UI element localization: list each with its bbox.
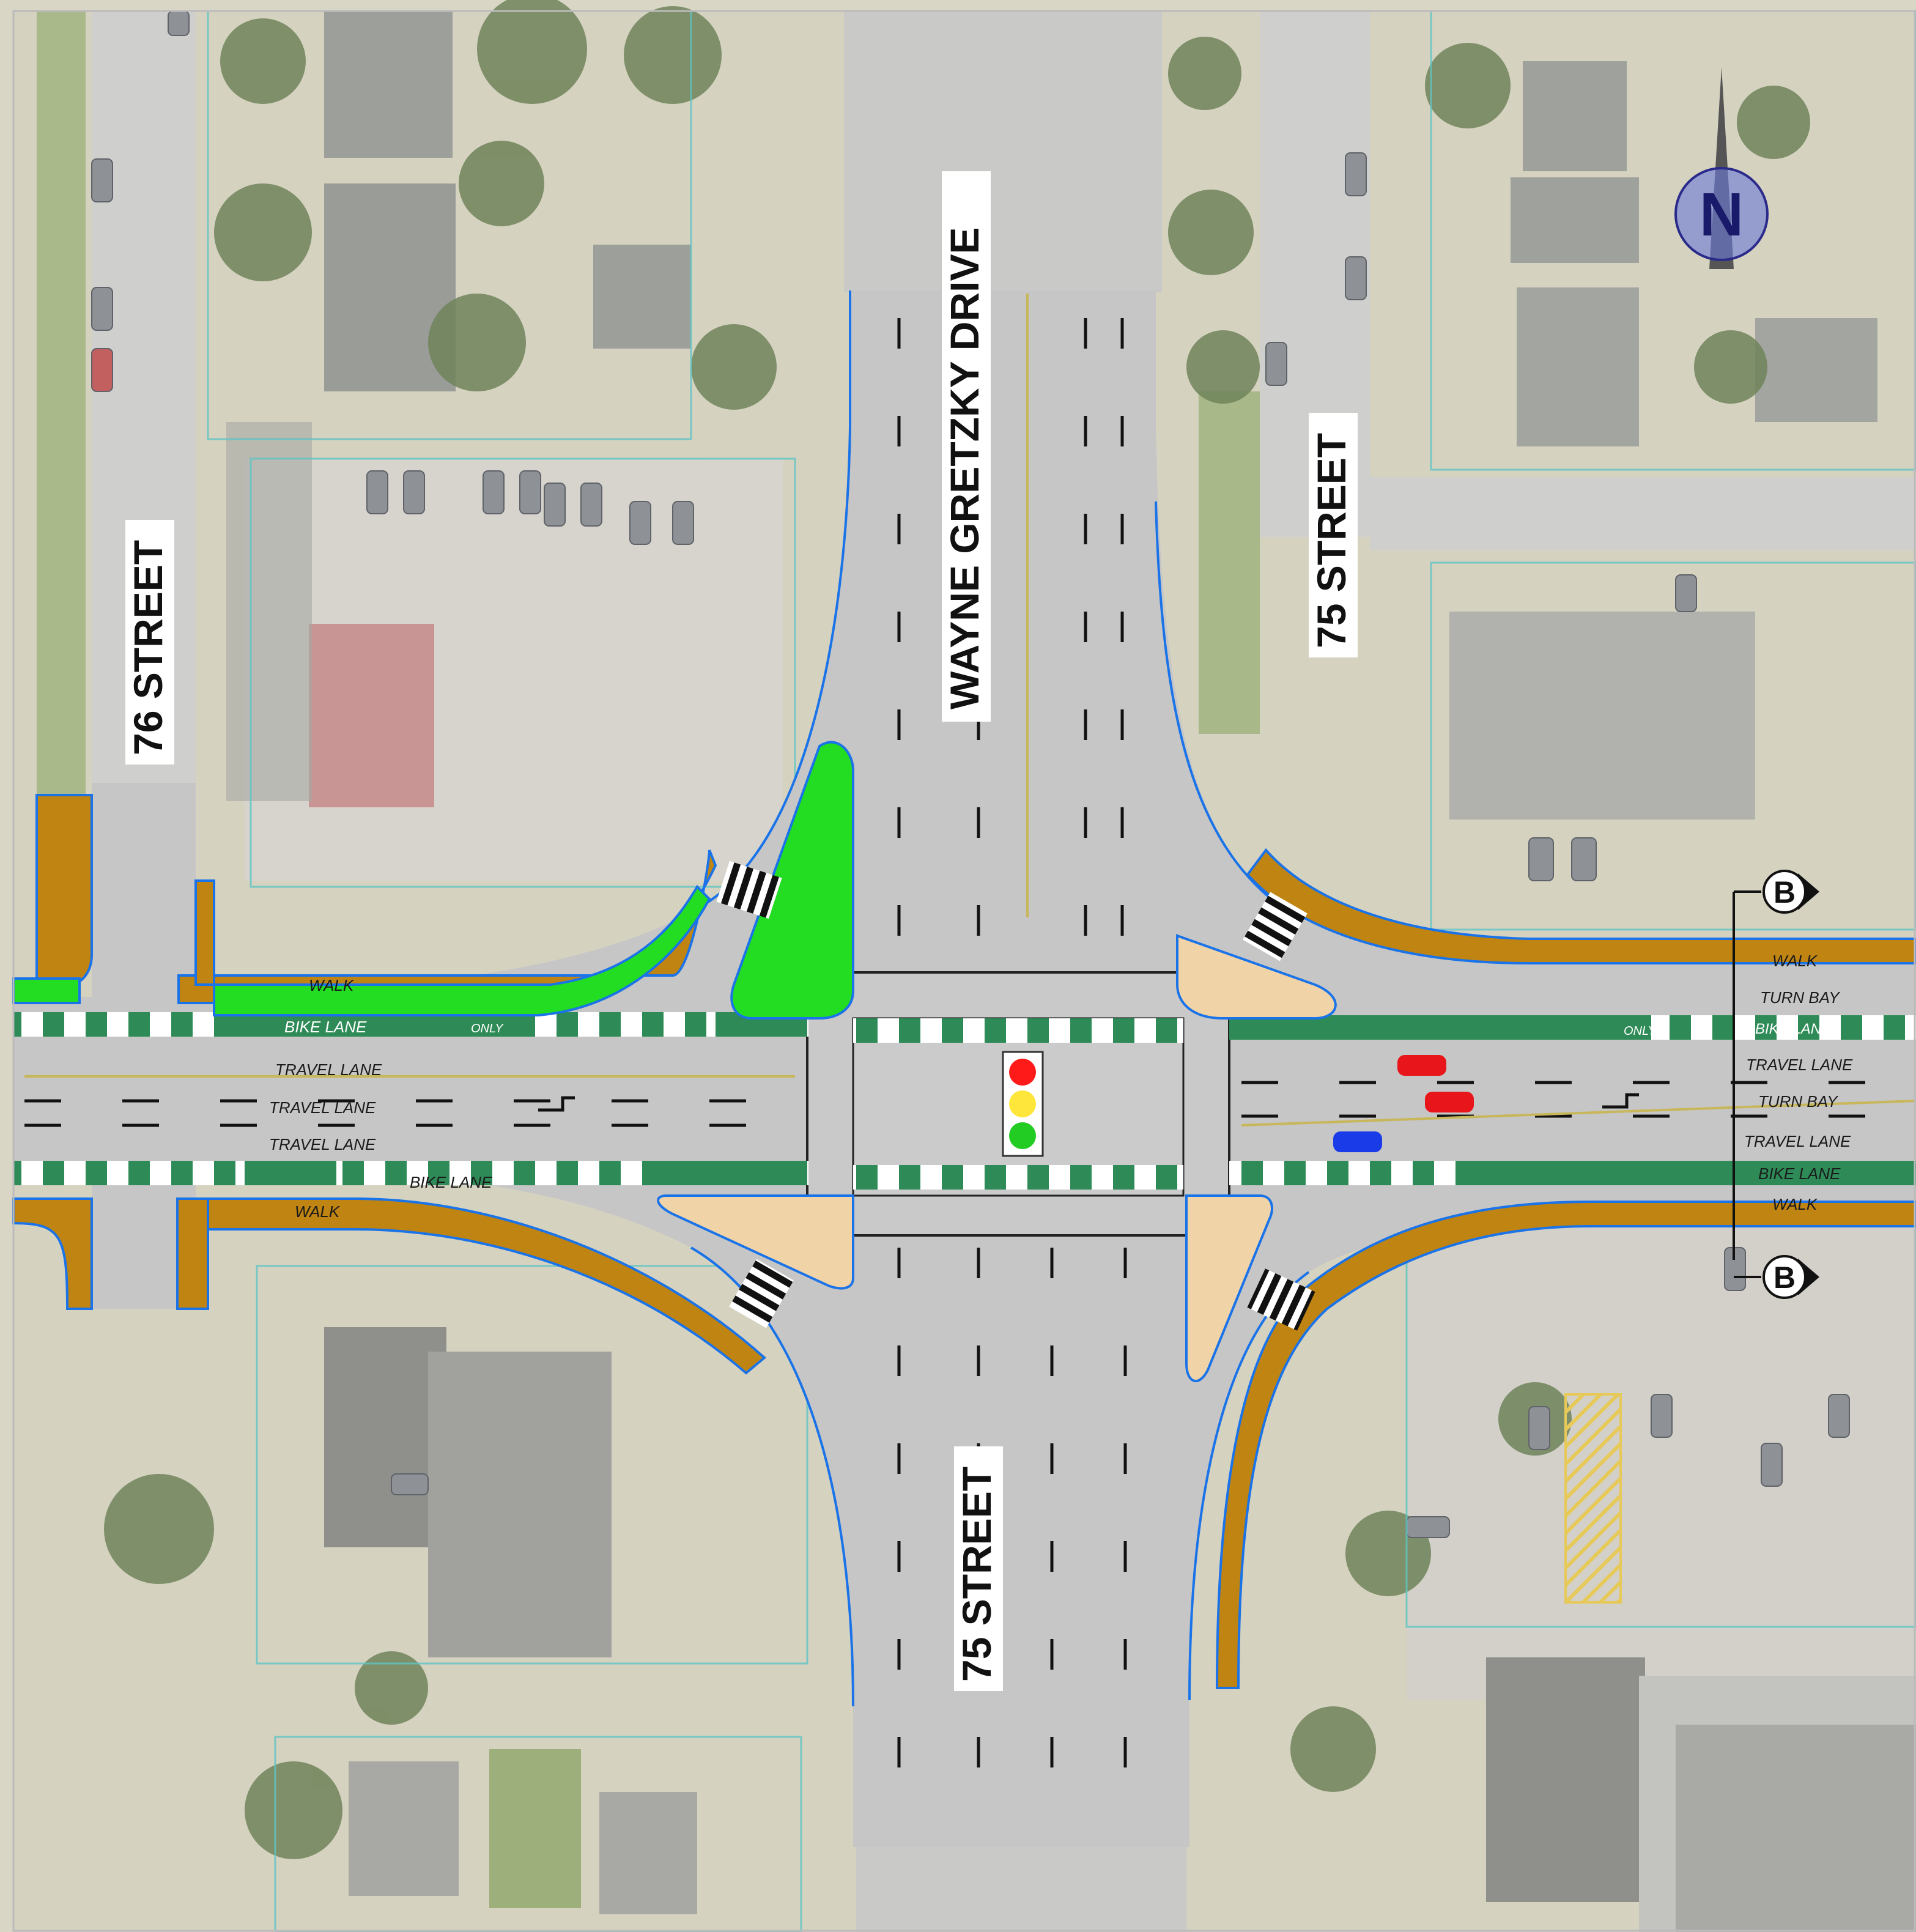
svg-text:76 STREET: 76 STREET bbox=[125, 540, 171, 755]
street-label-75-street-south: 75 STREET bbox=[954, 1446, 1003, 1691]
only-marking: ONLY bbox=[471, 1022, 504, 1035]
lane-label-travel: TRAVEL LANE bbox=[269, 1098, 376, 1117]
car-icon bbox=[1333, 1131, 1382, 1152]
crosswalk bbox=[1247, 1268, 1315, 1331]
lane-label-bike: BIKE LANE bbox=[410, 1173, 492, 1191]
traffic-signal-icon bbox=[1002, 1051, 1044, 1157]
lane-label-turn-bay: TURN BAY bbox=[1758, 1092, 1838, 1111]
section-marker-bottom: B bbox=[1734, 1255, 1819, 1299]
lane-label-walk: WALK bbox=[1772, 952, 1818, 970]
aerial-road-north bbox=[844, 11, 1162, 292]
north-arrow-icon: N bbox=[1674, 67, 1769, 269]
crosswalk bbox=[729, 1259, 794, 1328]
lane-label-bike: BIKE LANE bbox=[284, 1018, 367, 1036]
crosswalk bbox=[1243, 892, 1308, 961]
building bbox=[349, 1761, 459, 1896]
lane-label-travel: TRAVEL LANE bbox=[1744, 1132, 1851, 1150]
grass-lot-sw bbox=[489, 1749, 581, 1908]
section-marker-letter: B bbox=[1774, 1260, 1796, 1295]
street-label-wayne-gretzky: WAYNE GRETZKY DRIVE bbox=[942, 171, 991, 722]
lane-label-walk: WALK bbox=[309, 976, 355, 994]
only-marking: ONLY bbox=[1624, 1024, 1657, 1038]
building bbox=[1486, 1657, 1645, 1902]
north-arrow-letter: N bbox=[1700, 180, 1744, 249]
hatched-area bbox=[1564, 1393, 1622, 1604]
map-border bbox=[12, 10, 1916, 1932]
car-icon bbox=[1397, 1055, 1446, 1076]
building bbox=[324, 1327, 446, 1547]
center-lines bbox=[24, 294, 1916, 1127]
lane-label-travel: TRAVEL LANE bbox=[1746, 1056, 1853, 1074]
crosswalk bbox=[716, 861, 782, 919]
svg-text:75 STREET: 75 STREET bbox=[1309, 433, 1354, 648]
building bbox=[324, 11, 453, 158]
design-cars bbox=[1333, 1055, 1474, 1152]
aerial-parking-lot-se bbox=[1407, 1223, 1916, 1700]
building bbox=[1755, 318, 1877, 422]
building bbox=[309, 624, 434, 807]
trees bbox=[104, 0, 1810, 1859]
lane-label-travel: TRAVEL LANE bbox=[269, 1135, 376, 1153]
bike-lane-west-south-solid bbox=[245, 1161, 336, 1185]
grass-strip-nw bbox=[37, 11, 86, 794]
lane-label-bike: BIKE LANE bbox=[1758, 1164, 1841, 1183]
building bbox=[1517, 287, 1639, 446]
lane-label-walk: WALK bbox=[1772, 1195, 1818, 1213]
building bbox=[1449, 612, 1755, 820]
building bbox=[1511, 177, 1639, 263]
curb-lines bbox=[690, 291, 1310, 1707]
building bbox=[599, 1792, 697, 1914]
bike-lane-east-south-solid bbox=[1468, 1161, 1916, 1185]
section-marker-letter: B bbox=[1774, 875, 1796, 909]
section-marker-top: B bbox=[1733, 870, 1819, 1260]
lane-label-travel: TRAVEL LANE bbox=[275, 1060, 382, 1079]
grass-strip-ne bbox=[1199, 391, 1260, 734]
bike-lane-west-south-solid-2 bbox=[660, 1161, 807, 1185]
crosswalks bbox=[716, 861, 1315, 1331]
lane-label-walk: WALK bbox=[295, 1202, 341, 1221]
lane-label-bike: BIKE LANE bbox=[1755, 1021, 1832, 1037]
building bbox=[428, 1352, 612, 1657]
car-icon bbox=[1425, 1092, 1474, 1112]
pork-chop-islands bbox=[657, 934, 1337, 1383]
green-medians bbox=[12, 741, 854, 1020]
parked-cars bbox=[91, 10, 1850, 1538]
building bbox=[1523, 61, 1627, 171]
svg-text:75 STREET: 75 STREET bbox=[954, 1467, 999, 1682]
svg-text:WAYNE GRETZKY DRIVE: WAYNE GRETZKY DRIVE bbox=[942, 228, 987, 710]
bike-crossing-south bbox=[853, 1165, 1183, 1190]
building bbox=[593, 245, 691, 349]
building bbox=[226, 422, 312, 801]
buildings bbox=[226, 11, 1916, 1932]
turn-arrow-icon bbox=[538, 1093, 1639, 1112]
bike-crossing-north bbox=[853, 1018, 1183, 1043]
street-label-75-street-north: 75 STREET bbox=[1309, 413, 1358, 657]
aerial-alley-north bbox=[1370, 477, 1916, 550]
street-label-76-street: 76 STREET bbox=[125, 520, 174, 764]
building bbox=[1676, 1725, 1916, 1932]
lane-label-turn-bay: TURN BAY bbox=[1760, 988, 1840, 1007]
